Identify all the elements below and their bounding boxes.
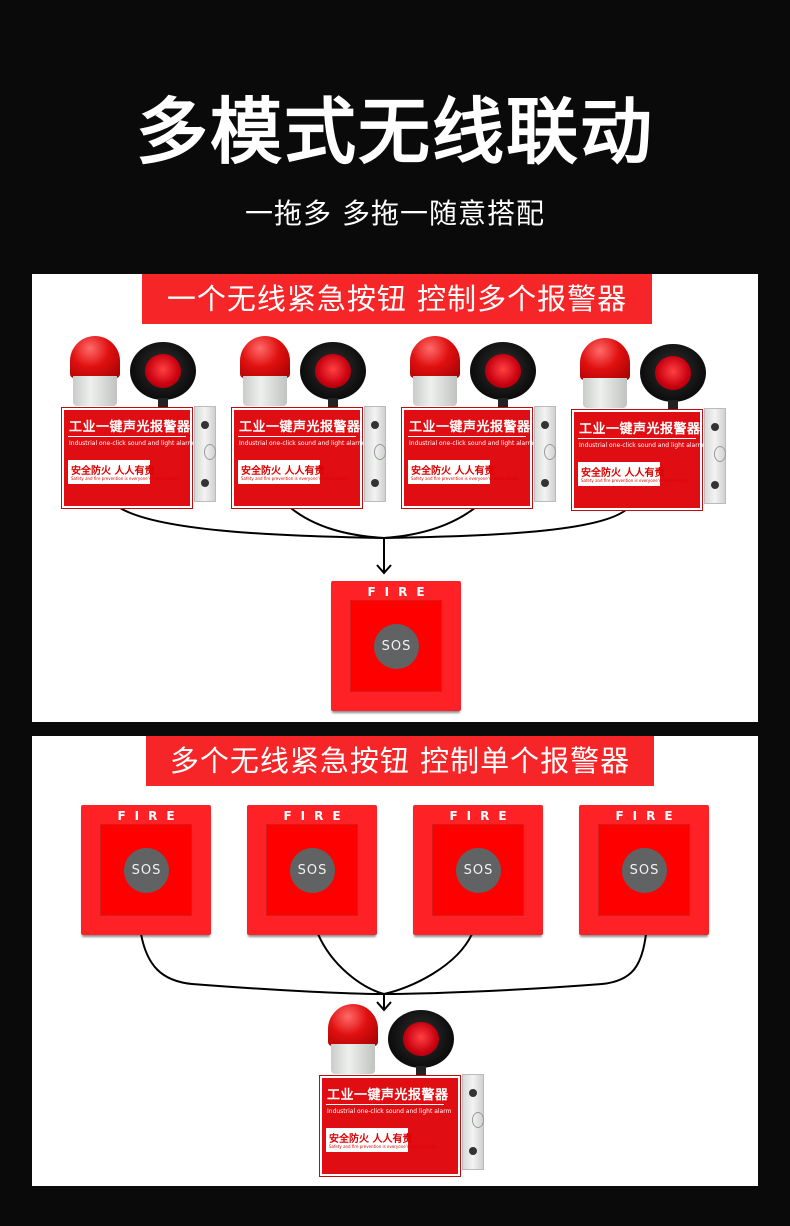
alarm-housing: 工业一键声光报警器 Industrial one-click sound and… bbox=[319, 1074, 484, 1177]
warning-lamp-icon bbox=[328, 1004, 378, 1076]
arrow-down-icon bbox=[376, 1001, 392, 1012]
alarm-slogan-en: Safety and fire prevention is everyone's… bbox=[71, 476, 179, 481]
alarm-title-cn: 工业一键声光报警器 bbox=[69, 420, 191, 435]
sos-button-icon[interactable]: SOS bbox=[456, 848, 501, 893]
alarm-slogan-en: Safety and fire prevention is everyone's… bbox=[241, 476, 349, 481]
connection-wires bbox=[111, 501, 633, 575]
fire-sos-button[interactable]: FIRE SOS bbox=[579, 805, 709, 935]
alarm-slogan-cn: 安全防火 人人有责 bbox=[411, 466, 495, 477]
panel-banner: 多个无线紧急按钮 控制单个报警器 bbox=[146, 736, 654, 786]
fire-sos-button[interactable]: FIRE SOS bbox=[247, 805, 377, 935]
alarm-slogan-cn: 安全防火 人人有责 bbox=[329, 1134, 413, 1145]
fire-sos-button[interactable]: FIRE SOS bbox=[81, 805, 211, 935]
fire-sos-button[interactable]: FIRE SOS bbox=[413, 805, 543, 935]
panel-one-to-many: 一个无线紧急按钮 控制多个报警器 工业一键声光报警器 Industrial on… bbox=[32, 274, 758, 722]
panel-many-to-one: 多个无线紧急按钮 控制单个报警器 FIRE SOS FIRE SOS FIRE … bbox=[32, 736, 758, 1186]
wire-2 bbox=[317, 933, 385, 995]
wire-4 bbox=[383, 501, 633, 539]
siren-horn-icon bbox=[470, 342, 536, 412]
fire-label: FIRE bbox=[615, 809, 682, 823]
siren-horn-icon bbox=[388, 1010, 454, 1080]
alarm-slogan-cn: 安全防火 人人有责 bbox=[581, 468, 665, 479]
alarm-housing: 工业一键声光报警器 Industrial one-click sound and… bbox=[401, 406, 556, 509]
fire-label: FIRE bbox=[449, 809, 516, 823]
sound-light-alarm: 工业一键声光报警器 Industrial one-click sound and… bbox=[231, 336, 392, 511]
alarm-title-en: Industrial one-click sound and light ala… bbox=[239, 440, 364, 447]
alarm-slogan-cn: 安全防火 人人有责 bbox=[241, 466, 325, 477]
siren-horn-icon bbox=[130, 342, 196, 412]
fire-label: FIRE bbox=[117, 809, 184, 823]
sos-button-icon[interactable]: SOS bbox=[290, 848, 335, 893]
alarm-slogan-en: Safety and fire prevention is everyone's… bbox=[581, 478, 689, 483]
sos-button-icon[interactable]: SOS bbox=[374, 624, 419, 669]
wire-3 bbox=[383, 933, 473, 995]
alarm-title-en: Industrial one-click sound and light ala… bbox=[409, 440, 534, 447]
siren-horn-icon bbox=[300, 342, 366, 412]
sound-light-alarm: 工业一键声光报警器 Industrial one-click sound and… bbox=[571, 338, 732, 513]
alarm-title-en: Industrial one-click sound and light ala… bbox=[327, 1108, 452, 1115]
sos-button-icon[interactable]: SOS bbox=[124, 848, 169, 893]
sound-light-alarm: 工业一键声光报警器 Industrial one-click sound and… bbox=[61, 336, 222, 511]
wire-1 bbox=[111, 501, 385, 539]
siren-horn-icon bbox=[640, 344, 706, 414]
alarm-housing: 工业一键声光报警器 Industrial one-click sound and… bbox=[231, 406, 386, 509]
alarm-title-cn: 工业一键声光报警器 bbox=[327, 1088, 449, 1103]
alarm-title-cn: 工业一键声光报警器 bbox=[239, 420, 361, 435]
alarm-housing: 工业一键声光报警器 Industrial one-click sound and… bbox=[571, 408, 726, 511]
warning-lamp-icon bbox=[70, 336, 120, 408]
alarm-housing: 工业一键声光报警器 Industrial one-click sound and… bbox=[61, 406, 216, 509]
wire-2 bbox=[283, 501, 385, 539]
alarm-slogan-en: Safety and fire prevention is everyone's… bbox=[329, 1144, 437, 1149]
arrow-down-icon bbox=[376, 564, 392, 575]
alarm-title-cn: 工业一键声光报警器 bbox=[579, 422, 701, 437]
sound-light-alarm: 工业一键声光报警器 Industrial one-click sound and… bbox=[401, 336, 562, 511]
warning-lamp-icon bbox=[580, 338, 630, 410]
wire-4 bbox=[383, 933, 647, 995]
connection-wires bbox=[140, 933, 647, 1012]
page-title: 多模式无线联动 bbox=[135, 90, 654, 174]
fire-sos-button[interactable]: FIRE SOS bbox=[331, 581, 461, 711]
alarm-title-en: Industrial one-click sound and light ala… bbox=[69, 440, 194, 447]
fire-label: FIRE bbox=[367, 585, 434, 599]
warning-lamp-icon bbox=[410, 336, 460, 408]
sound-light-alarm: 工业一键声光报警器 Industrial one-click sound and… bbox=[319, 1004, 484, 1179]
sos-button-icon[interactable]: SOS bbox=[622, 848, 667, 893]
wire-1 bbox=[140, 933, 385, 995]
warning-lamp-icon bbox=[240, 336, 290, 408]
alarm-title-en: Industrial one-click sound and light ala… bbox=[579, 442, 704, 449]
alarm-slogan-en: Safety and fire prevention is everyone's… bbox=[411, 476, 519, 481]
page-subtitle: 一拖多 多拖一随意搭配 bbox=[245, 197, 545, 230]
fire-label: FIRE bbox=[283, 809, 350, 823]
alarm-slogan-cn: 安全防火 人人有责 bbox=[71, 466, 155, 477]
alarm-title-cn: 工业一键声光报警器 bbox=[409, 420, 531, 435]
panel-banner: 一个无线紧急按钮 控制多个报警器 bbox=[142, 274, 652, 324]
